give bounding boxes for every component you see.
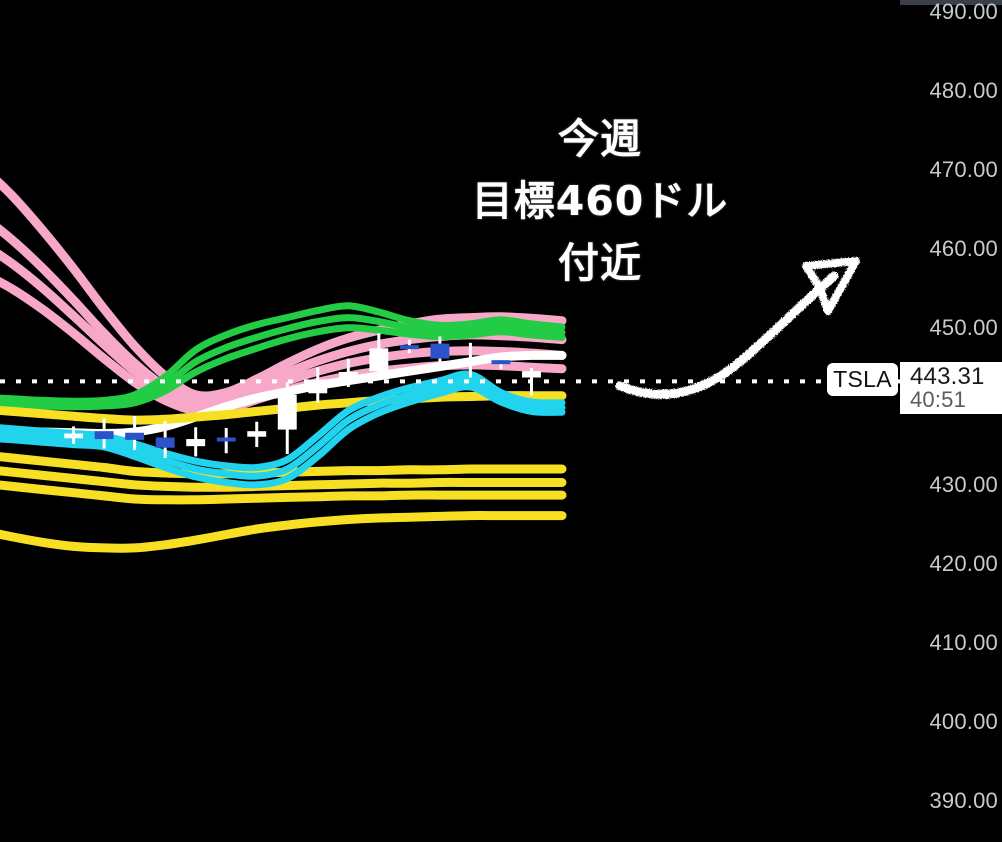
price-tick-390-00: 390.00: [929, 788, 998, 813]
price-tick-430-00: 430.00: [929, 472, 998, 498]
annotation-line-1: 今週: [558, 115, 642, 163]
candle-body: [460, 359, 480, 364]
chart-plot-area[interactable]: [0, 0, 900, 842]
price-tick-450-00: 450.00: [929, 314, 998, 340]
candle-body: [94, 431, 114, 440]
price-tick-490-00: 490.00: [929, 0, 998, 24]
candle-body: [277, 394, 297, 430]
candle-body: [338, 371, 358, 380]
candle-body: [369, 348, 389, 372]
price-scale[interactable]: 490.00 480.00 470.00 460.00 450.00 430.00 420.…: [900, 0, 1002, 842]
price-tick-480-00: 480.00: [929, 77, 998, 103]
ma-line-cyan-ribbon-3: [0, 383, 566, 489]
ma-line-yellow-ribbon-1: [0, 391, 567, 425]
scale-top-divider: [900, 0, 1002, 5]
ma-line-green-ribbon-3: [0, 324, 566, 411]
ma-line-yellow-ribbon-4: [0, 480, 567, 505]
price-tick-410-00: 410.00: [929, 630, 998, 656]
bar-countdown-timer: 40:51: [910, 387, 967, 412]
candle-body: [308, 379, 328, 394]
price-tick-460-00: 460.00: [929, 235, 998, 261]
current-price-value: 443.31: [910, 363, 985, 390]
ma-ribbon-lines: [0, 177, 567, 553]
ma-line-pink-ribbon-3: [0, 249, 567, 409]
annotation-line-2: 目標460ドル: [471, 177, 729, 225]
candle-body: [522, 371, 541, 378]
price-tick-470-00: 470.00: [929, 156, 998, 182]
candle-body: [247, 431, 267, 437]
symbol-badge[interactable]: TSLA: [827, 363, 898, 396]
symbol-badge-label: TSLA: [833, 366, 892, 392]
candle-body: [186, 439, 206, 447]
candle-body: [216, 437, 236, 442]
candle-body: [491, 360, 511, 365]
candle-body: [125, 432, 145, 440]
price-tick-400-00: 400.00: [929, 709, 998, 735]
candle-body: [155, 437, 175, 448]
candlestick-series: [64, 333, 541, 458]
ma-line-yellow-ribbon-5: [0, 511, 567, 553]
annotation-text: 今週 目標460ドル 付近: [430, 108, 770, 294]
ma-line-pink-ribbon-1: [0, 177, 567, 401]
current-price-tag[interactable]: 443.31 40:51: [900, 362, 1002, 414]
candle-body: [399, 345, 419, 350]
price-tick-420-00: 420.00: [929, 551, 998, 577]
candle-body: [64, 433, 84, 439]
candle-body: [430, 343, 450, 359]
chart-canvas: [0, 177, 900, 553]
annotation-line-3: 付近: [558, 239, 642, 287]
